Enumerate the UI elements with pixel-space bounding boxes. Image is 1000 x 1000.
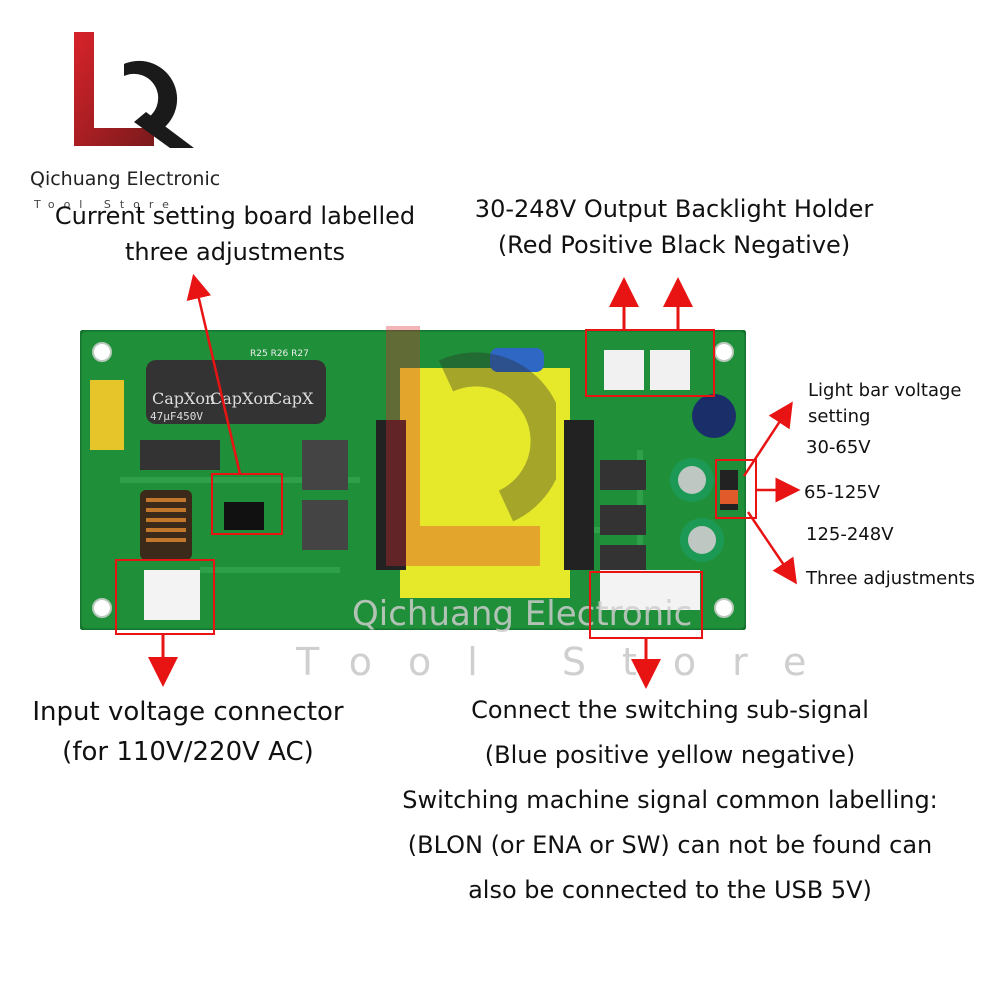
label-input-line1: Input voltage connector [32,697,344,727]
label-switching-line1: Connect the switching sub-signal [471,696,869,724]
box-input-connector [115,559,215,635]
label-switching-line4: (BLON (or ENA or SW) can not be found ca… [407,831,933,859]
label-voltage-30-65: 30-65V [806,437,871,458]
box-output-holder [585,329,715,397]
svg-text:CapXon: CapXon [210,389,273,408]
brand-name: Qichuang Electronic [30,168,221,190]
brand-tagline: Tool Store [34,198,178,211]
label-three-adjustments: Three adjustments [806,568,976,589]
label-switching-line2: (Blue positive yellow negative) [484,741,856,769]
box-current-setting [211,473,283,535]
label-switching-line3: Switching machine signal common labellin… [402,786,938,814]
watermark-line1: Qichuang Electronic [352,594,693,634]
cap-value: 47µF450V [150,410,203,423]
label-output-holder: 30-248V Output Backlight Holder (Red Pos… [444,191,904,263]
label-light-bar-voltage: Light bar voltage setting [808,378,961,430]
watermark-logo [386,326,556,566]
label-voltage-125-248: 125-248V [806,524,894,545]
board-ref: R25 R26 R27 [250,349,309,359]
label-output-holder-line1: 30-248V Output Backlight Holder [474,195,874,223]
cap-brand: CapXon [152,389,215,408]
label-light-bar-line2: setting [808,406,871,427]
pcb-board: CapXon CapXon CapX 47µF450V R25 R26 R27 [80,330,746,630]
svg-text:CapX: CapX [270,389,314,408]
label-current-setting-line2: three adjustments [124,238,346,266]
label-switching: Connect the switching sub-signal (Blue p… [370,688,970,913]
label-switching-line5: also be connected to the USB 5V) [468,876,872,904]
brand-logo [74,32,194,148]
label-current-setting: Current setting board labelled three adj… [30,198,440,270]
label-voltage-65-125: 65-125V [804,482,881,503]
label-output-holder-line2: (Red Positive Black Negative) [497,231,851,259]
label-input-connector: Input voltage connector (for 110V/220V A… [10,692,366,772]
box-switching [589,571,703,639]
label-current-setting-line1: Current setting board labelled [54,202,416,230]
watermark-line2: Tool Store [296,640,843,684]
label-light-bar-line1: Light bar voltage [808,380,962,401]
label-input-line2: (for 110V/220V AC) [62,737,314,767]
